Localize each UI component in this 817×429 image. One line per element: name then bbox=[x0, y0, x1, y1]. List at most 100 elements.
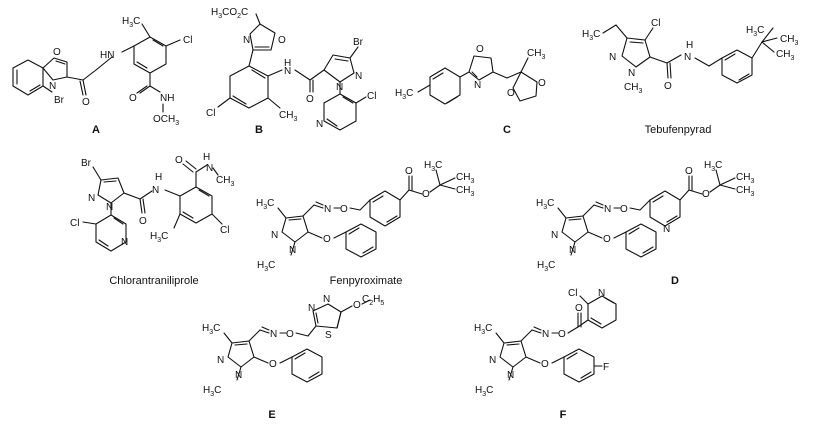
atom-fen-tbu-ch3a: CH3 bbox=[456, 172, 474, 185]
atom-fen-n2: N bbox=[289, 245, 296, 256]
atom-d-tbu-ch3a: CH3 bbox=[736, 172, 754, 185]
atom-f-oxime-n: N bbox=[542, 329, 549, 340]
atom-teb-n2: N bbox=[628, 68, 635, 79]
atom-c-oxazole-n: N bbox=[474, 80, 481, 91]
atom-e-phenoxy-o: O bbox=[269, 359, 277, 370]
structure-b bbox=[217, 13, 367, 131]
atom-teb-cl: Cl bbox=[651, 18, 660, 29]
atom-d-ester-o: O bbox=[702, 189, 710, 200]
atom-teb-o: O bbox=[664, 81, 672, 92]
atom-chl-amide-o: O bbox=[139, 216, 147, 227]
atom-teb-h: H bbox=[686, 40, 693, 51]
atom-teb-h3c: H3C bbox=[582, 29, 600, 42]
atom-f-oxime-o: O bbox=[558, 329, 566, 340]
atom-a-nh: NH bbox=[160, 93, 174, 104]
atom-d-oxime-o: O bbox=[620, 204, 628, 215]
structure-d bbox=[557, 169, 736, 258]
atom-e-n1: N bbox=[217, 355, 224, 366]
atom-fen-carbonyl-o: O bbox=[405, 166, 413, 177]
atom-f-h3c-top: H3C bbox=[474, 323, 492, 336]
label-d: D bbox=[671, 275, 679, 287]
atom-a-amide-o: O bbox=[82, 97, 90, 108]
atom-e-c2h5: C2H5 bbox=[362, 294, 384, 307]
label-e: E bbox=[268, 409, 275, 421]
atom-chl-methylamide-n: N bbox=[206, 163, 213, 174]
atom-a-br: Br bbox=[54, 95, 65, 106]
atom-b-pyrazole-n1: N bbox=[355, 71, 362, 82]
atom-teb-tbu-ch3b: CH3 bbox=[776, 49, 794, 62]
atom-d-h3c-n: H3C bbox=[537, 260, 555, 273]
atom-fen-ester-o: O bbox=[422, 189, 430, 200]
atom-chl-n2: N bbox=[106, 202, 113, 213]
atom-c-dioxolane-o2: O bbox=[507, 88, 515, 99]
atom-b-amide-h: H bbox=[284, 58, 291, 69]
atom-f-cl: Cl bbox=[568, 288, 577, 299]
atom-f-phenoxy-o: O bbox=[541, 359, 549, 370]
atom-chl-h3c: H3C bbox=[150, 231, 168, 244]
atom-b-amide-n: N bbox=[284, 66, 291, 77]
atom-b-carbonyl-o: O bbox=[306, 94, 314, 105]
structure-c bbox=[417, 55, 538, 105]
structure-a bbox=[12, 23, 181, 113]
atom-d-n1: N bbox=[551, 230, 558, 241]
atom-d-tbu-h3c: H3C bbox=[704, 160, 722, 173]
atom-fen-tbu-ch3b: CH3 bbox=[456, 185, 474, 198]
atom-c-dioxolane-o1: O bbox=[538, 78, 546, 89]
atom-fen-n1: N bbox=[271, 230, 278, 241]
atom-e-thiadiazole-s: S bbox=[325, 330, 332, 341]
atom-b-oxazoline-o: O bbox=[278, 35, 286, 46]
atom-chl-br: Br bbox=[81, 158, 92, 169]
label-b: B bbox=[255, 124, 263, 136]
atom-e-ethoxy-o: O bbox=[353, 300, 361, 311]
structure-fenpyroximate bbox=[277, 169, 456, 258]
atom-fen-oxime-n: N bbox=[324, 204, 331, 215]
atom-d-n2: N bbox=[569, 245, 576, 256]
atom-c-ch3: CH3 bbox=[527, 48, 545, 61]
atom-b-h3co2c: H3CO2C bbox=[211, 7, 248, 20]
label-tebufenpyrad: Tebufenpyrad bbox=[645, 124, 712, 136]
atom-b-ch3: CH3 bbox=[279, 110, 297, 123]
atom-teb-tbu-ch3a: CH3 bbox=[780, 34, 798, 47]
atom-b-oxazoline-n: N bbox=[243, 35, 250, 46]
atom-e-thiadiazole-n2: N bbox=[323, 294, 330, 305]
label-a: A bbox=[92, 124, 100, 136]
atom-chl-cl-aryl: Cl bbox=[220, 225, 229, 236]
atom-e-n2: N bbox=[235, 370, 242, 381]
atom-e-oxime-o: O bbox=[286, 329, 294, 340]
atom-a-oxazole-o: O bbox=[53, 47, 61, 58]
atom-b-pyridine-n: N bbox=[316, 119, 323, 130]
atom-chl-cl-pyr: Cl bbox=[70, 218, 79, 229]
atom-chl-pyridine-n: N bbox=[121, 237, 128, 248]
structure-f bbox=[495, 295, 617, 383]
label-c: C bbox=[503, 124, 511, 136]
structure-e bbox=[223, 299, 371, 383]
atom-fen-phenoxy-o: O bbox=[323, 234, 331, 245]
atom-fen-oxime-o: O bbox=[340, 204, 348, 215]
atom-chl-h: H bbox=[155, 172, 162, 183]
atom-b-br: Br bbox=[353, 37, 364, 48]
atom-c-h3c: H3C bbox=[395, 88, 413, 101]
atom-fen-h3c-n: H3C bbox=[257, 260, 275, 273]
atom-chl-methylamide-h: H bbox=[203, 152, 210, 163]
atom-a-cl: Cl bbox=[183, 35, 192, 46]
atom-e-thiadiazole-n1: N bbox=[308, 303, 315, 314]
label-chlorantraniliprole: Chlorantraniliprole bbox=[109, 275, 198, 287]
atom-chl-n1: N bbox=[88, 193, 95, 204]
atom-b-pyrazole-n2: N bbox=[336, 82, 343, 93]
atom-d-pyridine-n: N bbox=[663, 224, 670, 235]
atom-f-pyridine-n: N bbox=[598, 288, 605, 299]
atom-b-cl-aryl: Cl bbox=[206, 108, 215, 119]
structure-chlorantraniliprole bbox=[82, 160, 223, 252]
atom-d-phenoxy-o: O bbox=[603, 234, 611, 245]
atom-teb-n1: N bbox=[609, 52, 616, 63]
atom-f-fluoro: F bbox=[603, 362, 609, 373]
atom-d-tbu-ch3b: CH3 bbox=[736, 185, 754, 198]
atom-f-carbonyl-o: O bbox=[575, 303, 583, 314]
atom-f-h3c-n: H3C bbox=[475, 385, 493, 398]
atom-a-h3c: H3C bbox=[122, 16, 140, 29]
atom-e-h3c-n: H3C bbox=[203, 385, 221, 398]
atom-e-h3c-top: H3C bbox=[202, 323, 220, 336]
atom-teb-ch3: CH3 bbox=[624, 82, 642, 95]
atom-d-carbonyl-o: O bbox=[685, 166, 693, 177]
